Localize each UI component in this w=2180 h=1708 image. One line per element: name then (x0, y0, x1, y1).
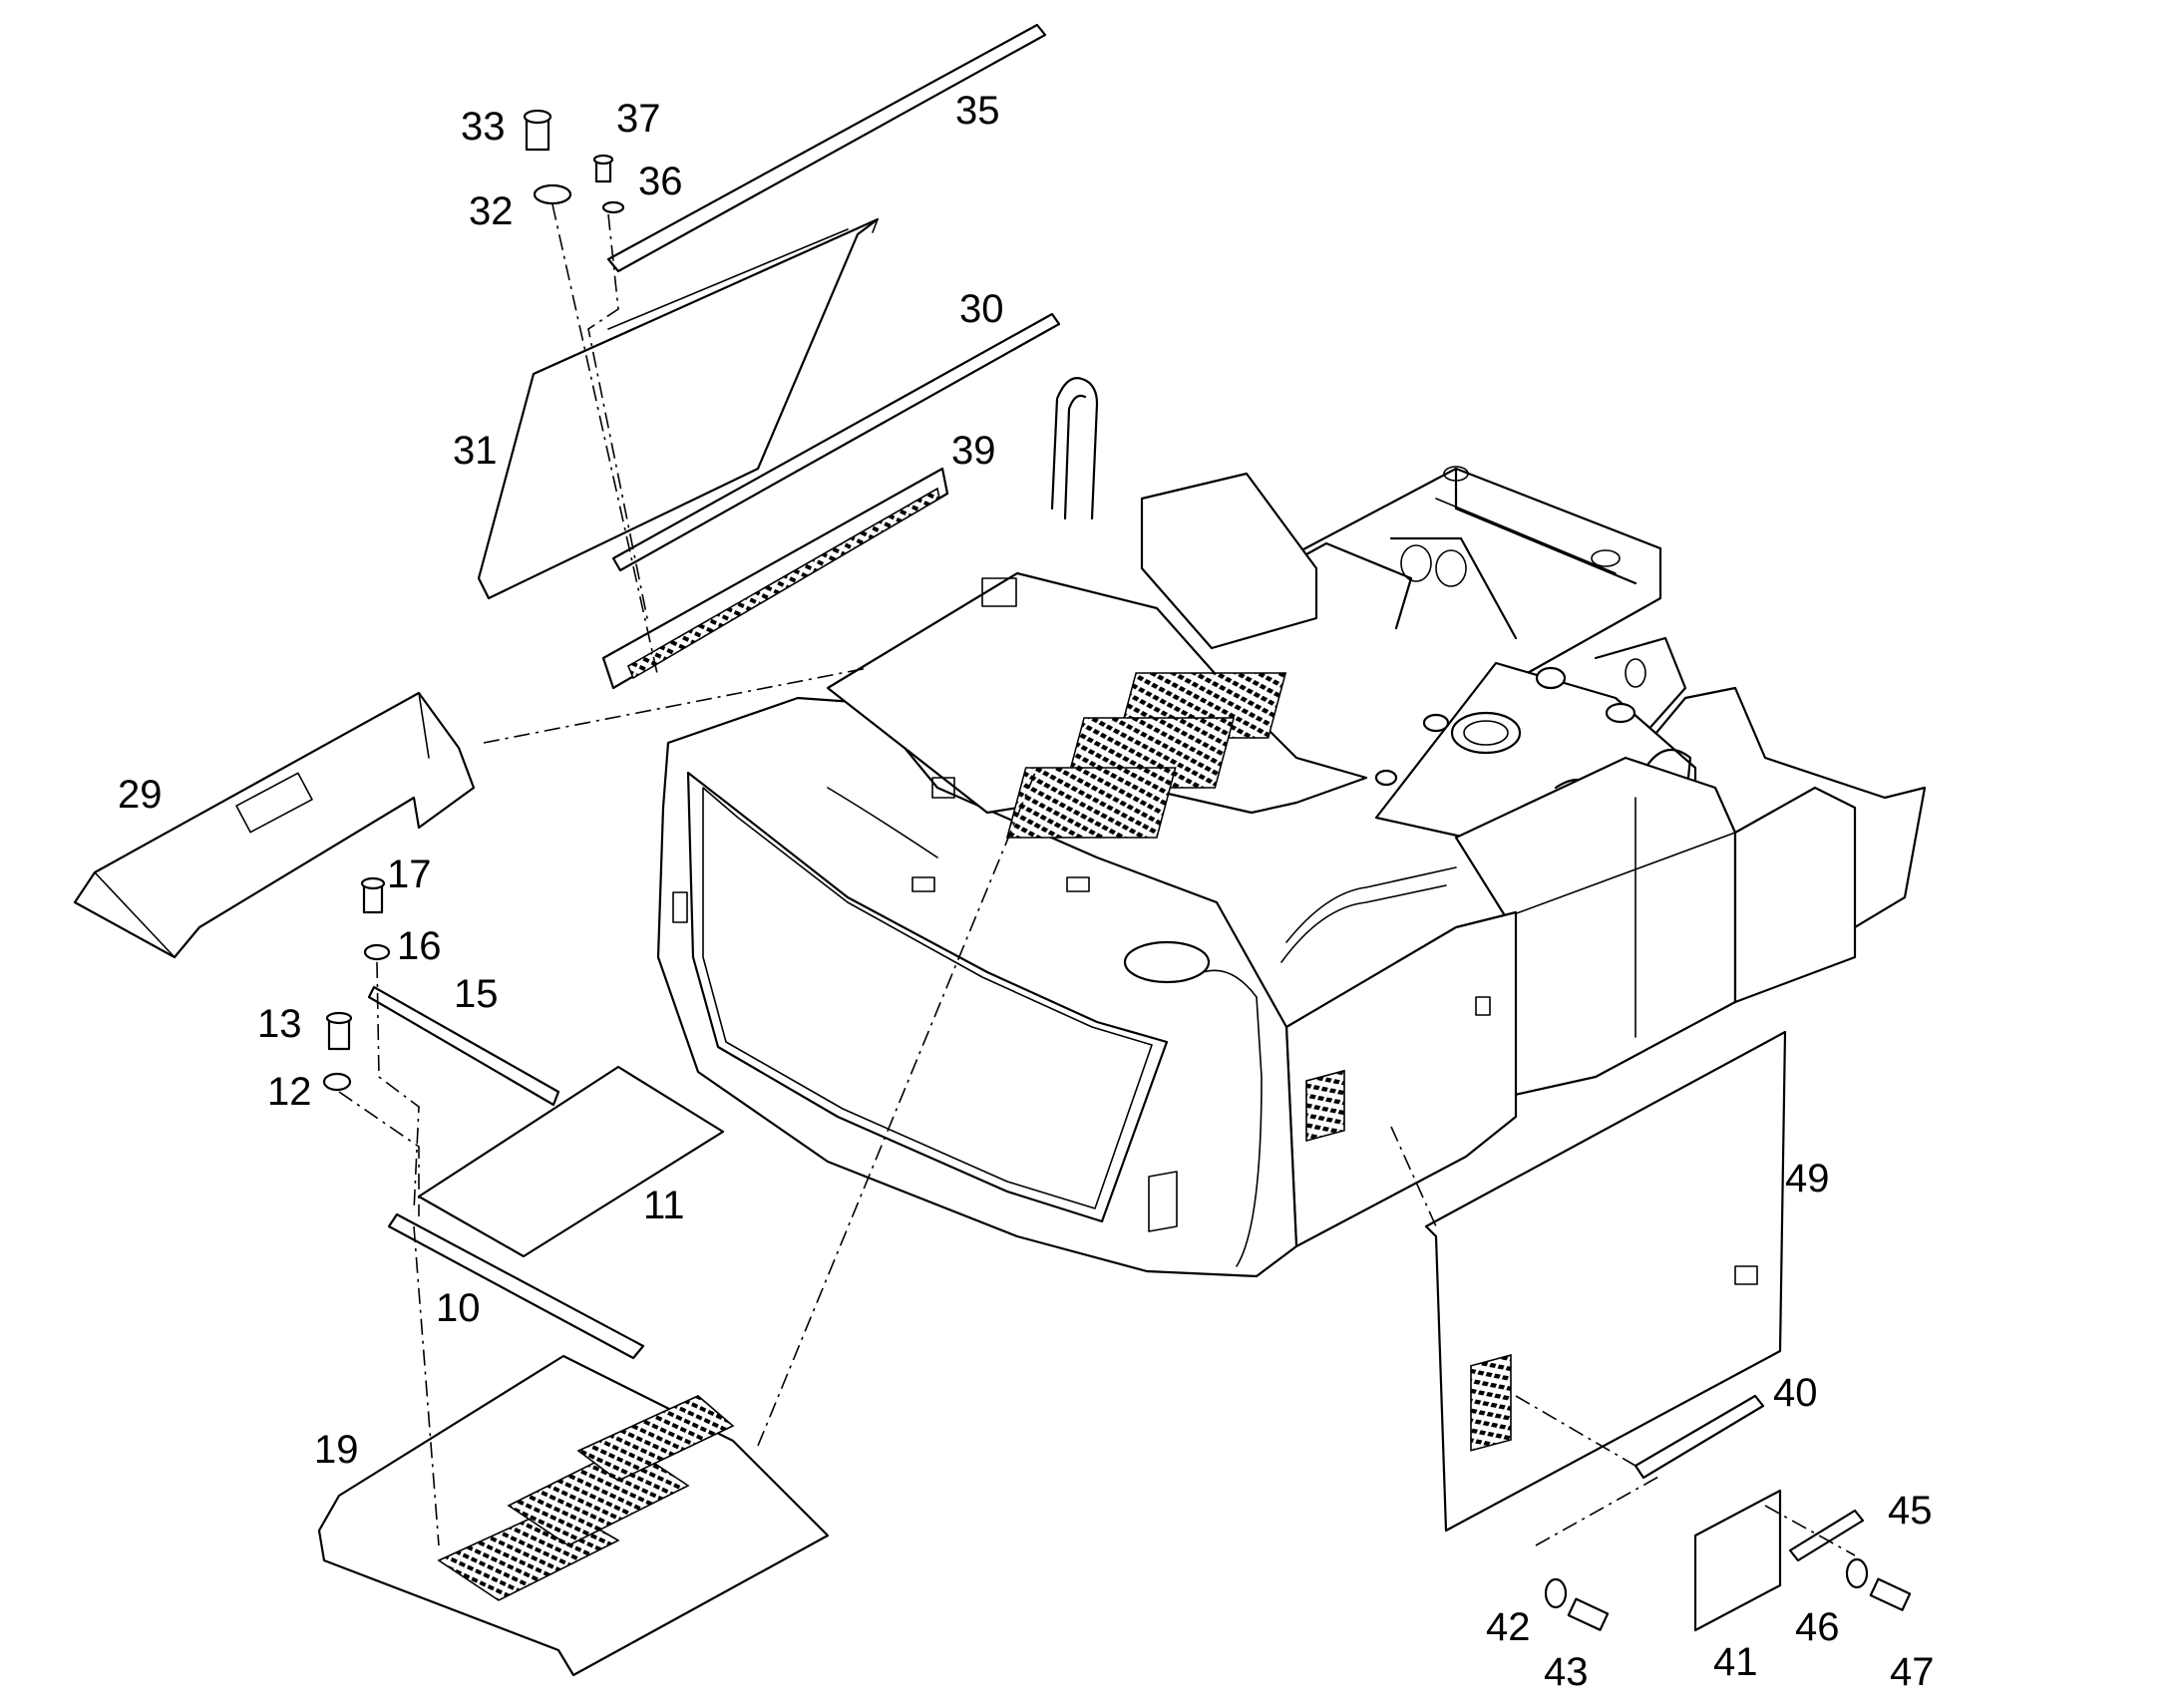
callout-29: 29 (118, 773, 163, 817)
battery-box (1140, 472, 1318, 650)
callout-49: 49 (1785, 1157, 1830, 1200)
part-10-bar (387, 1212, 645, 1360)
callout-37: 37 (616, 97, 661, 141)
callout-35: 35 (955, 89, 1000, 133)
callout-13: 13 (257, 1002, 302, 1046)
callout-42: 42 (1486, 1605, 1531, 1649)
handrail (1050, 377, 1099, 520)
callout-17: 17 (387, 853, 432, 896)
part-29-cover (73, 691, 476, 959)
top-assembly (477, 23, 1061, 690)
callout-15: 15 (454, 972, 499, 1016)
callout-11: 11 (643, 1184, 685, 1227)
callout-46: 46 (1795, 1605, 1840, 1649)
front-grille (686, 771, 1169, 1223)
assembly-lines (338, 203, 1856, 1556)
callout-16: 16 (397, 924, 442, 968)
callout-30: 30 (959, 287, 1004, 331)
part-15-bar (367, 985, 560, 1107)
callout-12: 12 (267, 1070, 312, 1114)
callout-36: 36 (638, 160, 683, 203)
part-30-strip (611, 312, 1061, 572)
callout-31: 31 (453, 429, 498, 473)
part-49-door (1424, 1030, 1787, 1533)
callout-45: 45 (1888, 1489, 1933, 1533)
part-40-bracket (1634, 1394, 1765, 1480)
callout-41: 41 (1713, 1640, 1758, 1684)
rear-frame (1225, 466, 1687, 735)
callout-labels: 33 37 35 36 32 30 31 39 29 17 16 15 13 1… (118, 89, 1935, 1694)
callout-47: 47 (1890, 1650, 1935, 1694)
callout-19: 19 (314, 1428, 359, 1472)
part-41-plate (1693, 1489, 1782, 1632)
part-35-strip (606, 23, 1047, 273)
part-45-bar (1788, 1509, 1865, 1562)
callout-43: 43 (1544, 1650, 1589, 1694)
fasteners (322, 109, 1912, 1631)
machine-body (656, 377, 1927, 1278)
callout-39: 39 (951, 429, 996, 473)
part-11-plate (417, 1065, 725, 1258)
callout-32: 32 (469, 189, 514, 233)
callout-40: 40 (1773, 1371, 1818, 1415)
callout-10: 10 (436, 1286, 481, 1330)
callout-33: 33 (461, 105, 506, 149)
